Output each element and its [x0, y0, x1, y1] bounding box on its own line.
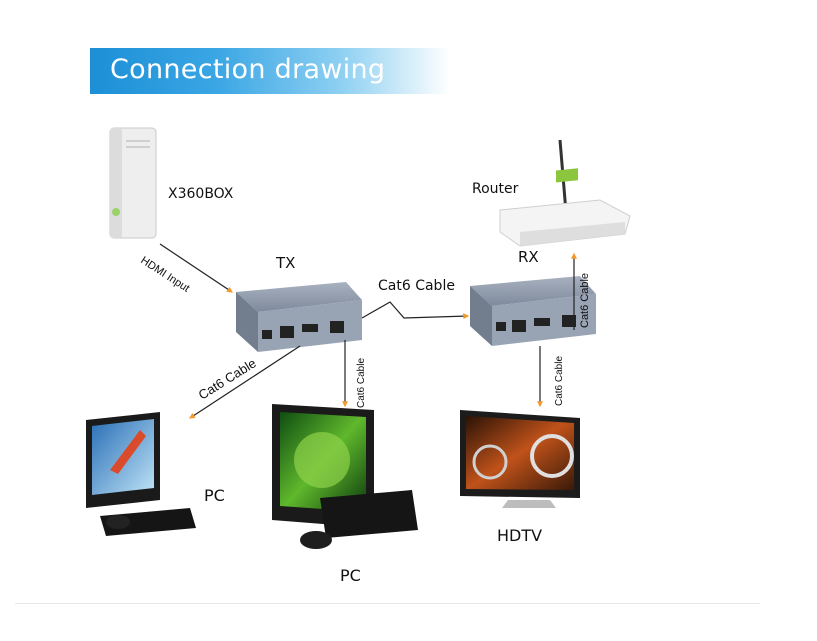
- bottom-divider: [15, 603, 760, 604]
- rx-router-cable-label: Cat6 Cable: [579, 273, 591, 328]
- rx-hdtv-cable-label: Cat6 Cable: [554, 356, 565, 406]
- title-banner: [90, 48, 450, 94]
- tx-device: [236, 282, 362, 352]
- pc-left-label: PC: [204, 486, 225, 505]
- hdmi-input-label: HDMI Input: [138, 254, 191, 294]
- rx-label: RX: [518, 248, 539, 266]
- hdmi-input-arrow: [159, 243, 233, 293]
- tx-label: TX: [276, 254, 296, 272]
- tx-rx-cable-arrow: [361, 301, 470, 320]
- xbox-console-icon: [109, 127, 157, 239]
- router-label: Router: [472, 181, 519, 197]
- center-pc-icon: [272, 404, 418, 549]
- rx-device: [470, 276, 596, 346]
- page-title: Connection drawing: [110, 54, 386, 85]
- source-label: X360BOX: [168, 186, 234, 202]
- pc-center-label: PC: [340, 566, 361, 585]
- left-pc-icon: [86, 412, 196, 536]
- hdtv-icon: [460, 410, 580, 508]
- tx-rx-cable-label: Cat6 Cable: [378, 278, 455, 294]
- hdtv-label: HDTV: [497, 526, 543, 545]
- tx-pc-center-cable-label: Cat6 Cable: [356, 358, 367, 408]
- router-icon: [499, 139, 631, 247]
- tx-pc-left-arrow: [188, 345, 301, 419]
